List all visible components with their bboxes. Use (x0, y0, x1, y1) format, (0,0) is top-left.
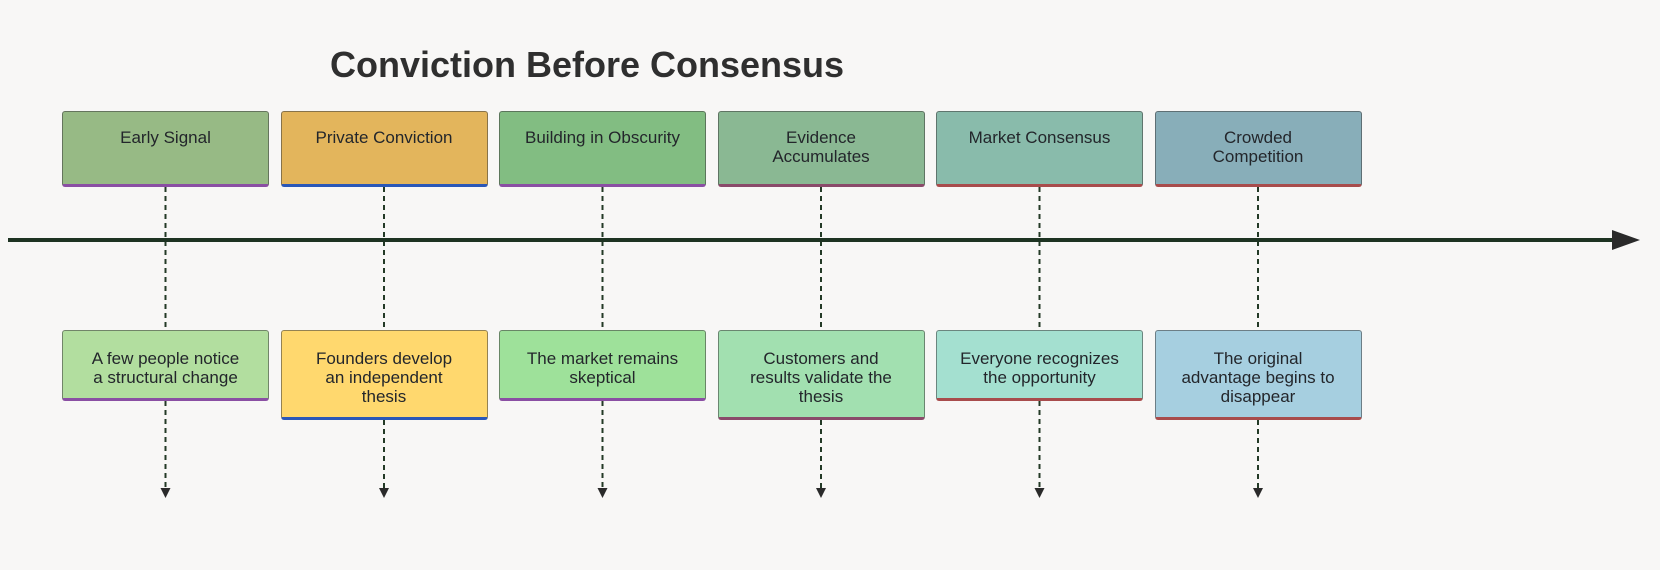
description-text: Founders develop an independent thesis (315, 349, 453, 406)
stage-box: Early Signal (62, 111, 269, 187)
description-box: The original advantage begins to disappe… (1154, 330, 1362, 420)
description-text: Everyone recognizes the opportunity (960, 349, 1119, 387)
stage-label: Crowded Competition (1212, 128, 1304, 166)
description-box: The market remains skeptical (499, 330, 706, 401)
page-title: Conviction Before Consensus (330, 44, 845, 85)
stage-box: Market Consensus (936, 111, 1143, 187)
stage-box: Building in Obscurity (499, 111, 706, 187)
description-box: Customers and results validate the thesi… (717, 330, 925, 420)
stage-box: Evidence Accumulates (717, 111, 925, 187)
description-text: A few people notice a structural change (91, 349, 240, 387)
stage-box: Crowded Competition (1154, 111, 1362, 187)
description-text: The market remains skeptical (526, 349, 679, 387)
stage-label: Market Consensus (968, 128, 1111, 147)
stage-label: Early Signal (120, 128, 211, 147)
description-text: Customers and results validate the thesi… (750, 349, 892, 406)
description-box: A few people notice a structural change (62, 330, 269, 401)
description-box: Founders develop an independent thesis (280, 330, 488, 420)
stage-label: Evidence Accumulates (772, 128, 870, 166)
stage-box: Private Conviction (280, 111, 488, 187)
description-text: The original advantage begins to disappe… (1181, 349, 1335, 406)
stage-label: Private Conviction (315, 128, 453, 147)
description-box: Everyone recognizes the opportunity (936, 330, 1143, 401)
stage-label: Building in Obscurity (525, 128, 680, 147)
timeline-arrowhead (1612, 230, 1640, 250)
